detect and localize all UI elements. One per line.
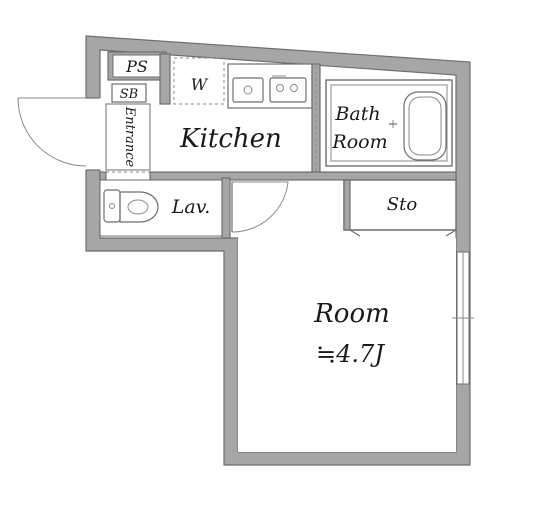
room-door-swing <box>231 181 289 233</box>
sink-icon <box>232 77 264 103</box>
storage <box>343 179 457 231</box>
stove-icon <box>269 77 307 103</box>
room-label: Room <box>313 299 390 329</box>
entrance-area <box>105 103 151 171</box>
sb-box <box>111 83 147 103</box>
bath-label-line2: Room <box>331 131 387 153</box>
main-room <box>238 238 456 452</box>
washer-label: W <box>191 75 209 94</box>
entrance-door-swing <box>17 97 87 167</box>
partition-horizontal <box>149 171 457 181</box>
bath-label-line1: Bath <box>334 103 380 125</box>
room-area-label: ≒4.7J <box>316 340 385 368</box>
sb-label: SB <box>120 87 138 102</box>
bath-room <box>325 79 453 167</box>
kitchen-label: Kitchen <box>179 124 282 154</box>
partition-ps-kitchen <box>159 53 171 105</box>
partition-lav-room <box>221 177 231 239</box>
ps-label: PS <box>125 57 148 76</box>
lav-label: Lav. <box>171 196 210 218</box>
sto-label: Sto <box>387 194 418 215</box>
entrance-label: Entrance <box>122 106 137 168</box>
bathtub-icon <box>403 91 447 161</box>
entrance-opening <box>84 98 102 170</box>
washer-space <box>173 57 225 105</box>
